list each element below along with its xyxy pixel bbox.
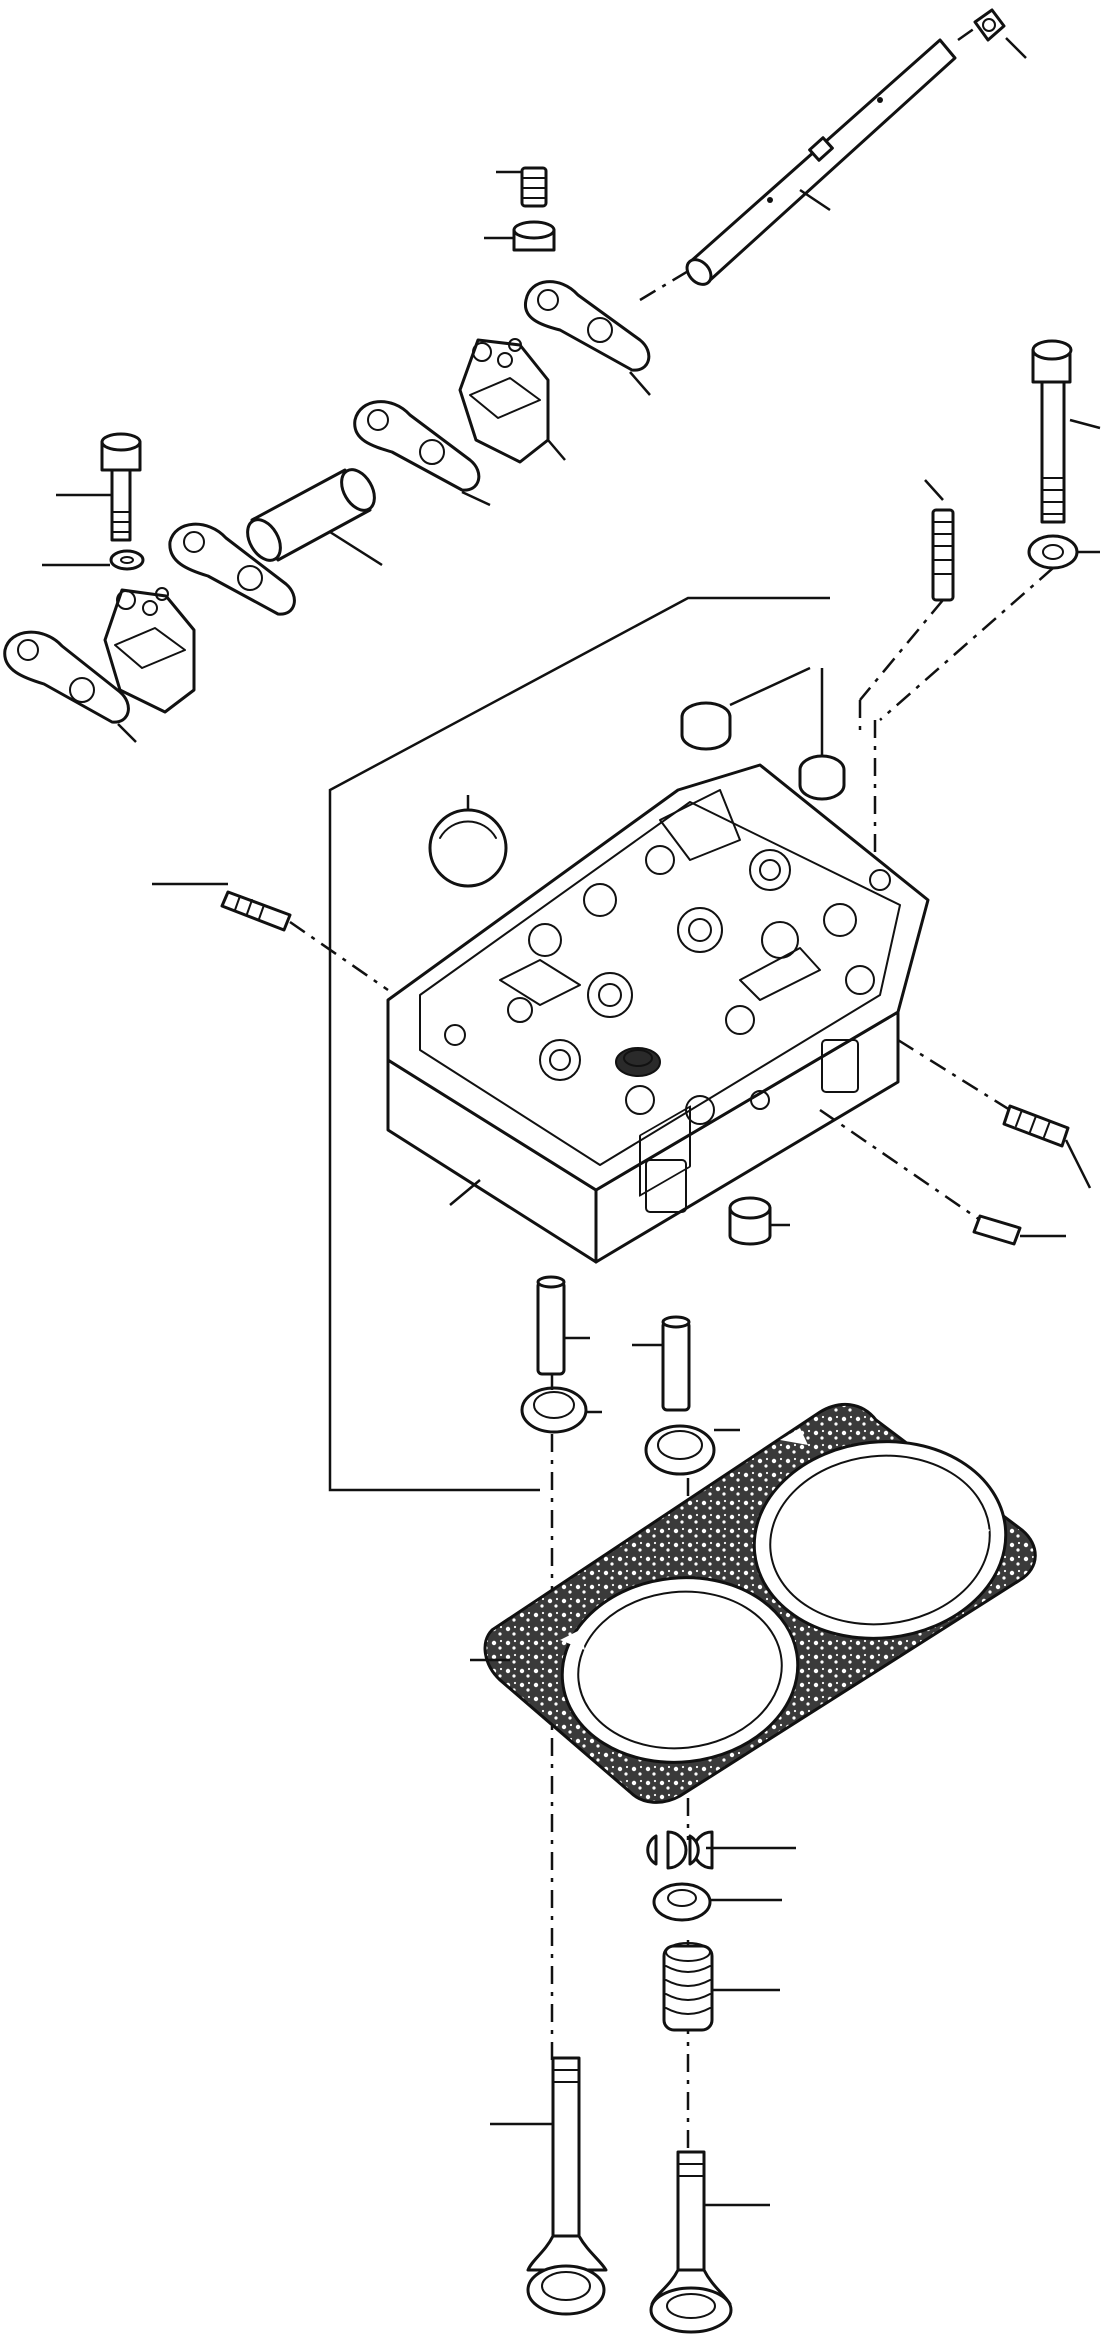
rocker-arm (523, 268, 691, 396)
adjusting-nut (484, 220, 556, 252)
valve-seat-insert (644, 1424, 740, 1476)
adjusting-screw (496, 166, 548, 208)
rocker-arm (168, 522, 296, 616)
stud (859, 479, 955, 701)
plug (897, 1038, 1092, 1189)
valve-spring (662, 1942, 780, 2032)
exhaust-valve (649, 2150, 770, 2334)
rocker-shaft-plug (957, 8, 1027, 59)
intake-valve (490, 2056, 608, 2316)
sealing-ring (798, 668, 846, 801)
spring-retainer (652, 1882, 782, 1922)
dowel-pin (632, 1315, 691, 1412)
cup-plug (680, 666, 811, 751)
valve-seat-insert (520, 1386, 602, 1434)
head-bolt-washer (879, 534, 1100, 721)
plug (819, 1108, 1066, 1246)
bracket-washer (42, 549, 145, 571)
rocker-shaft (685, 38, 957, 286)
cup-plug (728, 1196, 790, 1246)
valve-keeper (646, 1830, 796, 1870)
cylinder-head-gasket (470, 1402, 1037, 1804)
expansion-plug (428, 795, 508, 888)
rocker-bracket (458, 338, 566, 464)
dowel-pin (536, 1275, 590, 1376)
rocker-arm (353, 400, 491, 507)
cylinder-head (386, 763, 930, 1264)
rocker-arm (3, 630, 137, 743)
bracket-bolt (56, 432, 142, 542)
plug (152, 882, 389, 992)
rocker-bracket (103, 587, 196, 714)
rocker-shaft-spacer (246, 468, 383, 567)
head-bolt (1031, 339, 1101, 524)
